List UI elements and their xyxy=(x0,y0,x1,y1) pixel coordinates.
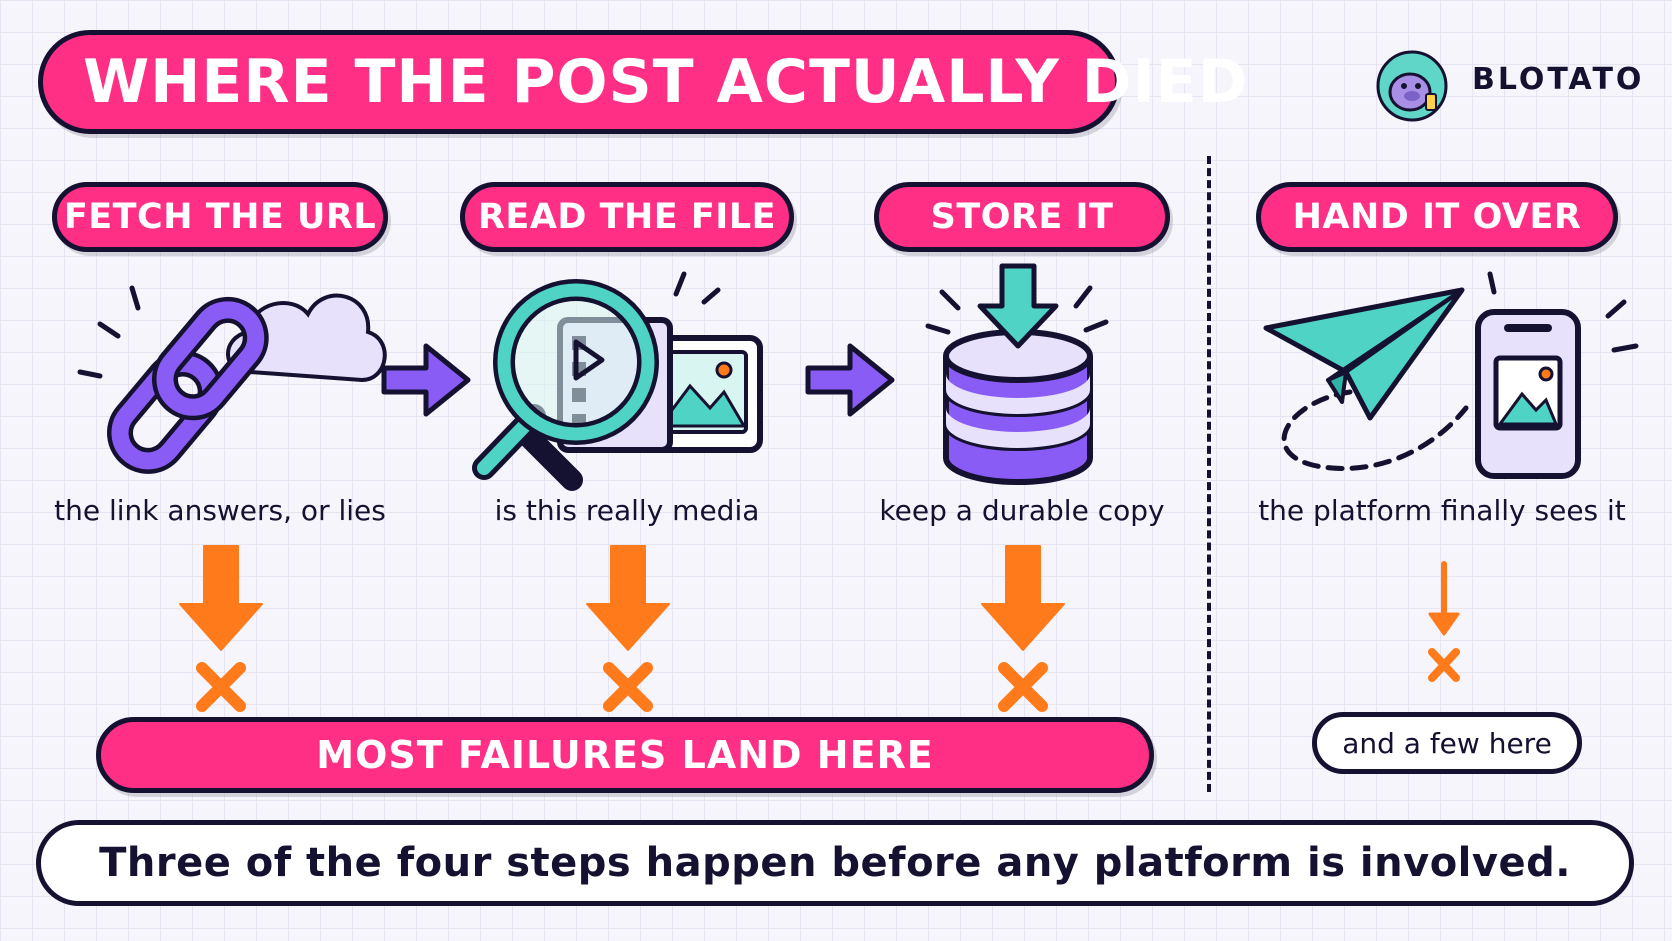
section-divider xyxy=(1207,156,1211,792)
small-failure-arrow-icon xyxy=(1428,561,1460,682)
summary-banner: Three of the four steps happen before an… xyxy=(36,820,1634,906)
flow-arrow-icon xyxy=(805,343,895,417)
step-label-fetch: FETCH THE URL xyxy=(52,182,388,252)
step-label-hand-over: HAND IT OVER xyxy=(1256,182,1618,252)
paper-plane-phone-icon xyxy=(1263,271,1639,479)
chain-link-cloud-icon xyxy=(77,285,387,474)
step-label-read: READ THE FILE xyxy=(460,182,794,252)
mascot-logo-icon xyxy=(1376,50,1448,122)
brand-name: BLOTATO xyxy=(1472,62,1645,97)
step-caption-hand-over: the platform finally sees it xyxy=(1258,494,1626,527)
failure-arrow-icon xyxy=(981,545,1065,712)
page-title: WHERE THE POST ACTUALLY DIED xyxy=(38,30,1248,134)
step-caption-fetch: the link answers, or lies xyxy=(54,494,386,527)
step-label-store: STORE IT xyxy=(874,182,1170,252)
failure-note: and a few here xyxy=(1312,712,1582,774)
step-caption-read: is this really media xyxy=(494,494,760,527)
step-caption-store: keep a durable copy xyxy=(879,494,1165,527)
failure-arrow-icon xyxy=(586,545,670,712)
failure-arrow-icon xyxy=(179,545,263,712)
database-store-icon xyxy=(925,263,1109,485)
failure-bar: MOST FAILURES LAND HERE xyxy=(96,717,1154,793)
flow-arrow-icon xyxy=(381,343,471,417)
magnifier-media-icon xyxy=(472,271,763,491)
